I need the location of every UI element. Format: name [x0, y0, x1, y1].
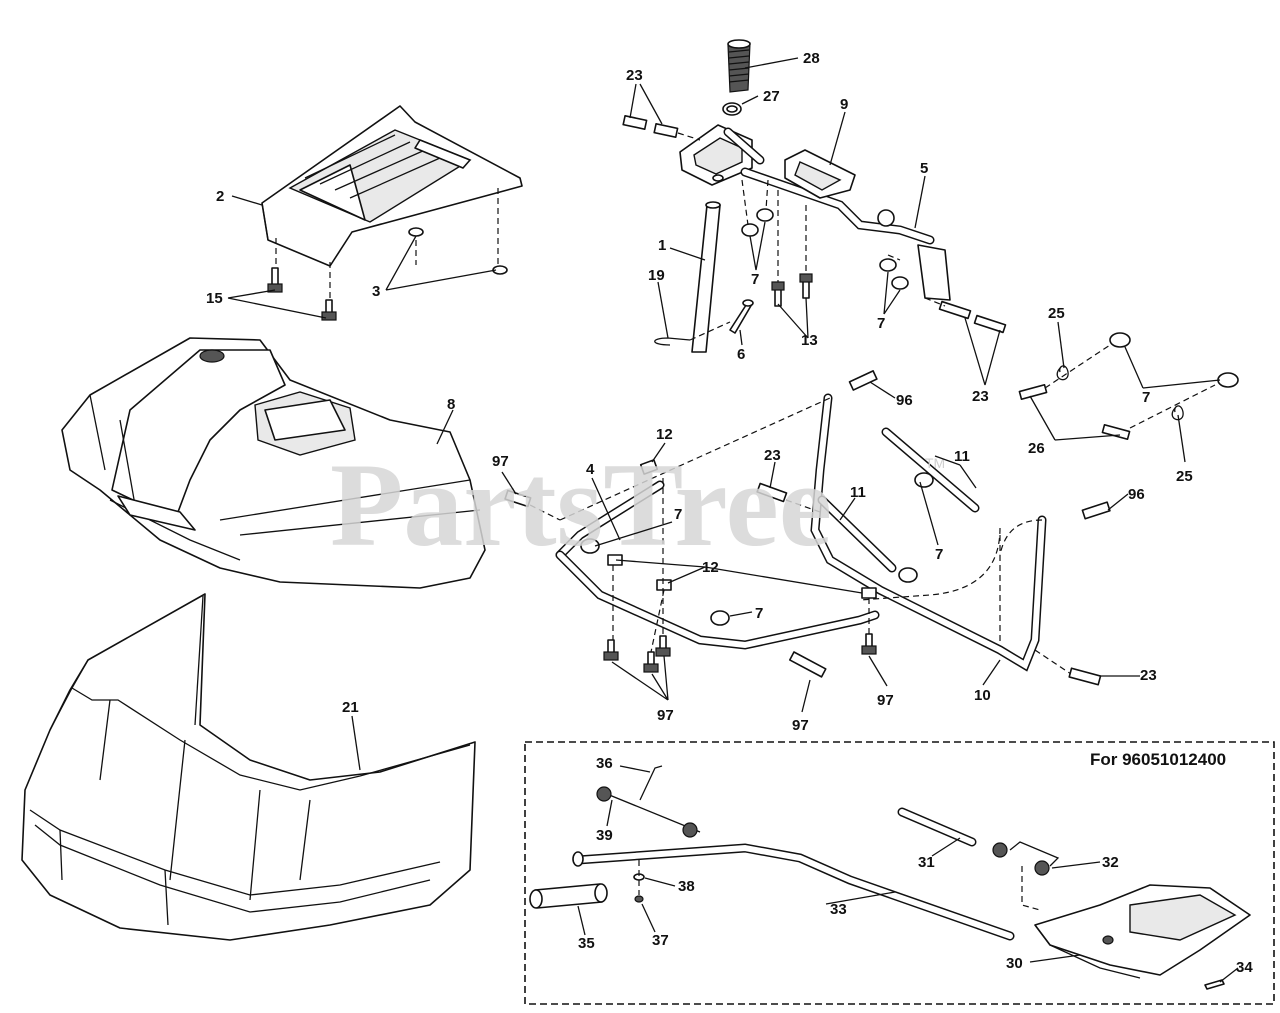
label-38: 38 [678, 878, 695, 895]
label-8: 8 [447, 396, 455, 413]
part-97-screws [504, 478, 877, 678]
leader-lines [194, 57, 1239, 983]
label-23-mid: 23 [764, 447, 781, 464]
part-6-screw [689, 299, 754, 341]
part-19-pin [654, 337, 691, 346]
part-21-fender [21, 593, 476, 941]
part-33-lever-rod [572, 843, 1015, 941]
part-32-spring [992, 841, 1060, 911]
part-96-bolts [848, 370, 1111, 520]
part-11-links [817, 427, 980, 573]
part-35-grip-sleeve [529, 883, 608, 909]
label-15: 15 [206, 290, 223, 307]
part-38-37-washers [633, 860, 645, 903]
label-37: 37 [652, 932, 669, 949]
part-1-rod [691, 201, 721, 353]
part-2-hood-cover [261, 105, 523, 267]
label-97-bottom: 97 [657, 707, 674, 724]
label-23-low: 23 [1140, 667, 1157, 684]
label-9: 9 [840, 96, 848, 113]
label-97-right: 97 [877, 692, 894, 709]
label-28: 28 [803, 50, 820, 67]
part-30-pedal [1034, 884, 1251, 979]
label-31: 31 [918, 854, 935, 871]
part-7-nuts-mid [580, 472, 934, 626]
label-23-right: 23 [972, 388, 989, 405]
part-10-frame [559, 393, 1081, 681]
part-5-lever-bracket [679, 124, 951, 301]
label-7-top: 7 [751, 271, 759, 288]
label-4: 4 [586, 461, 595, 478]
label-11-left: 11 [850, 484, 866, 501]
label-7-mid-right: 7 [935, 546, 943, 563]
label-27: 27 [763, 88, 780, 105]
label-25-top: 25 [1048, 305, 1065, 322]
part-7-nuts-top [741, 179, 909, 290]
label-97-center: 97 [792, 717, 809, 734]
part-36-pin [639, 765, 663, 801]
label-39: 39 [596, 827, 613, 844]
part-8-hood [61, 337, 486, 589]
part-39-spring-rod [596, 786, 701, 838]
label-21: 21 [342, 699, 359, 716]
label-2: 2 [216, 188, 224, 205]
label-25-bottom: 25 [1176, 468, 1193, 485]
label-13: 13 [801, 332, 818, 349]
label-32: 32 [1102, 854, 1119, 871]
label-3: 3 [372, 283, 380, 300]
label-35: 35 [578, 935, 595, 952]
label-7-mid: 7 [674, 506, 682, 523]
label-11-right: 11 [954, 448, 970, 465]
label-36: 36 [596, 755, 613, 772]
inset-frame [524, 741, 1275, 1005]
label-1: 1 [658, 237, 666, 254]
inset-title: For 96051012400 [1090, 750, 1226, 769]
part-9-pad [784, 149, 856, 199]
label-10: 10 [974, 687, 991, 704]
label-96-top: 96 [896, 392, 913, 409]
label-34: 34 [1236, 959, 1253, 976]
part-25-26-7-cluster [1018, 332, 1239, 441]
label-26: 26 [1028, 440, 1045, 457]
part-13-screws [771, 190, 813, 307]
label-19: 19 [648, 267, 665, 284]
label-12-mid: 12 [702, 559, 719, 576]
label-7-low: 7 [755, 605, 763, 622]
callout-labels: 28 27 23 9 5 2 3 15 1 19 6 7 13 7 23 25 … [206, 50, 1253, 976]
part-15-screws [267, 188, 499, 321]
part-28-grip [727, 39, 751, 93]
label-12-top: 12 [656, 426, 673, 443]
part-4-linkage [555, 480, 880, 650]
watermark: PartsTree [330, 438, 832, 571]
label-7-far: 7 [1142, 389, 1150, 406]
label-96-right: 96 [1128, 486, 1145, 503]
label-97-left: 97 [492, 453, 509, 470]
part-12-square-nuts [607, 459, 877, 599]
label-33: 33 [830, 901, 847, 918]
label-23-top: 23 [626, 67, 643, 84]
label-5: 5 [920, 160, 928, 177]
label-6: 6 [737, 346, 745, 363]
part-3-nuts [408, 227, 508, 275]
part-23-bolts-mid [756, 482, 1102, 686]
part-34-screw [1204, 979, 1225, 990]
label-7-right: 7 [877, 315, 885, 332]
part-23-bolts-top [622, 115, 701, 141]
part-27-ring [722, 102, 742, 116]
part-31-rod [897, 807, 977, 847]
watermark-tm: TM [925, 455, 945, 471]
part-23-bolts-right [924, 297, 1007, 334]
label-30: 30 [1006, 955, 1023, 972]
